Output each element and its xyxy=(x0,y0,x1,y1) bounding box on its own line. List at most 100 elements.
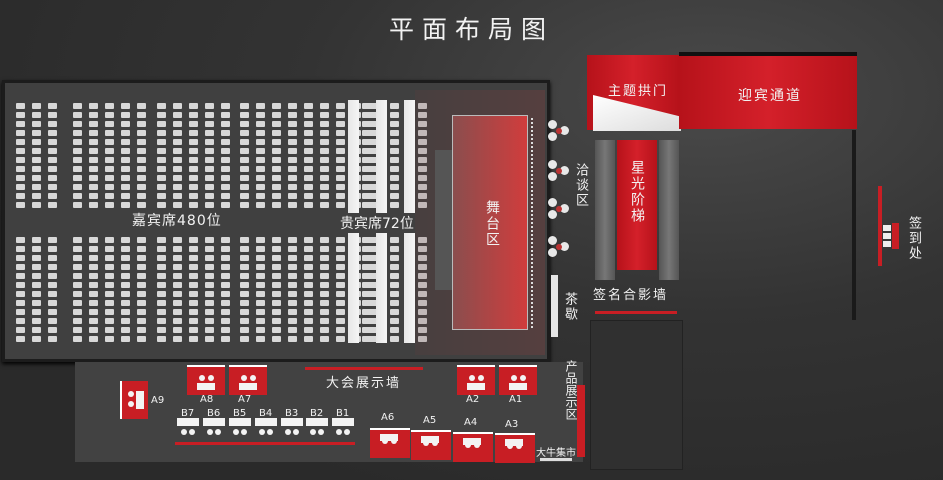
stage xyxy=(452,115,528,330)
seat xyxy=(137,246,146,252)
booth-a4[interactable] xyxy=(453,432,493,462)
booth-b2[interactable] xyxy=(306,418,332,440)
seat xyxy=(304,327,313,333)
seat xyxy=(105,309,114,315)
seat xyxy=(137,327,146,333)
booth-b6[interactable] xyxy=(203,418,229,440)
seat xyxy=(157,175,166,181)
seat xyxy=(137,300,146,306)
booth-a2[interactable] xyxy=(457,365,495,395)
seat xyxy=(48,112,57,118)
seat xyxy=(189,273,198,279)
seat xyxy=(362,282,371,288)
seat xyxy=(362,300,371,306)
display-wall-label: 大会展示墙 xyxy=(326,376,402,391)
seat xyxy=(336,148,345,154)
theme-arch-label: 主题拱门 xyxy=(608,84,669,99)
seat xyxy=(173,157,182,163)
seat xyxy=(157,336,166,342)
seat xyxy=(32,309,41,315)
seat xyxy=(362,255,371,261)
seat xyxy=(221,237,230,243)
seat xyxy=(89,184,98,190)
seat-block xyxy=(73,103,146,208)
seat xyxy=(32,157,41,163)
seat xyxy=(368,175,377,181)
seat xyxy=(240,300,249,306)
seat xyxy=(320,103,329,109)
booth-a9[interactable] xyxy=(120,381,148,419)
booth-b3[interactable] xyxy=(281,418,307,440)
seat xyxy=(304,175,313,181)
seat xyxy=(89,202,98,208)
booth-a5[interactable] xyxy=(411,430,451,460)
booth-a3[interactable] xyxy=(495,433,535,463)
seat xyxy=(157,300,166,306)
seat xyxy=(221,157,230,163)
seat xyxy=(16,255,25,261)
seat xyxy=(205,327,214,333)
seat xyxy=(240,130,249,136)
seat xyxy=(272,112,281,118)
seat xyxy=(256,309,265,315)
seat xyxy=(205,157,214,163)
seat xyxy=(221,291,230,297)
seat xyxy=(105,112,114,118)
seat xyxy=(137,202,146,208)
seat xyxy=(418,264,427,270)
seat xyxy=(205,264,214,270)
booth-b7[interactable] xyxy=(177,418,203,440)
seat xyxy=(48,237,57,243)
seat xyxy=(272,202,281,208)
seat xyxy=(48,246,57,252)
seat xyxy=(205,237,214,243)
seat xyxy=(89,255,98,261)
seat xyxy=(320,255,329,261)
seat xyxy=(137,264,146,270)
seat xyxy=(418,112,427,118)
seat xyxy=(304,112,313,118)
vip-seat-column xyxy=(390,103,399,208)
check-in-seat xyxy=(883,241,891,247)
service-rooms xyxy=(590,320,683,470)
tea-break-label: 茶歇 xyxy=(562,292,577,322)
seat xyxy=(390,264,399,270)
seat xyxy=(368,246,377,252)
seat xyxy=(16,130,25,136)
seat xyxy=(16,300,25,306)
seat xyxy=(205,166,214,172)
seat xyxy=(418,202,427,208)
b-booth-strip xyxy=(175,442,355,445)
booth-b5[interactable] xyxy=(229,418,255,440)
seat xyxy=(189,318,198,324)
booth-label: B7 xyxy=(181,408,195,419)
seat xyxy=(304,309,313,315)
seat xyxy=(32,175,41,181)
seat xyxy=(272,318,281,324)
seat xyxy=(205,148,214,154)
booth-a6[interactable] xyxy=(370,428,410,458)
seat xyxy=(157,309,166,315)
seat xyxy=(137,309,146,315)
seat xyxy=(240,193,249,199)
seat xyxy=(390,157,399,163)
seat xyxy=(157,139,166,145)
seat xyxy=(288,175,297,181)
seat xyxy=(304,202,313,208)
seat xyxy=(256,282,265,288)
seat xyxy=(320,112,329,118)
booth-b4[interactable] xyxy=(255,418,281,440)
seat xyxy=(189,184,198,190)
seat xyxy=(89,318,98,324)
booth-a8[interactable] xyxy=(187,365,225,395)
seat xyxy=(121,166,130,172)
seat xyxy=(105,157,114,163)
booth-a7[interactable] xyxy=(229,365,267,395)
seat xyxy=(240,264,249,270)
seat xyxy=(221,184,230,190)
booth-a1[interactable] xyxy=(499,365,537,395)
seat xyxy=(240,336,249,342)
seat xyxy=(48,175,57,181)
booth-b1[interactable] xyxy=(332,418,358,440)
seat xyxy=(240,237,249,243)
